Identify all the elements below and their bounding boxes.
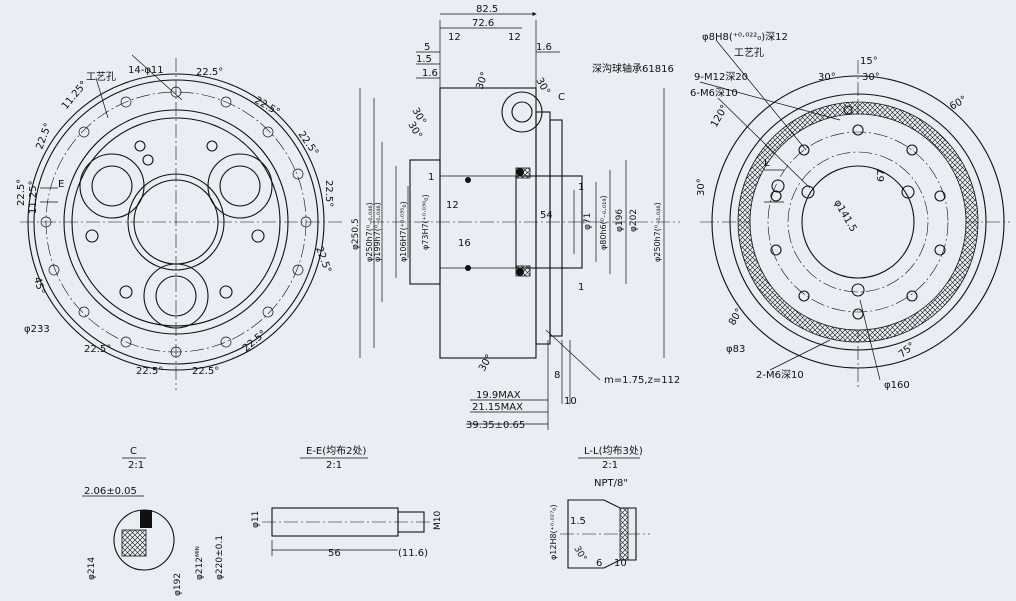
detail-ll-dim-30: 30°: [571, 545, 588, 564]
label-dia-160: φ160: [884, 380, 910, 391]
label-process-hole: 工艺孔: [86, 71, 116, 83]
dim-inner-12: 12: [446, 200, 459, 211]
label-angle-bottom-2: 22.5°: [136, 366, 163, 377]
detail-ee: E-E(均布2处) 2:1 φ11 M10 56 (11.6): [251, 445, 443, 559]
label-tapped-m6: 6-M6深10: [690, 87, 738, 99]
label-dia-83: φ83: [726, 344, 745, 355]
dim-dia-80h6: φ80h6(⁰₋₀.₀₁₉): [599, 195, 608, 250]
angle-80: 80°: [727, 307, 745, 328]
angle-120: 120°: [709, 103, 731, 129]
angle-15: 15°: [860, 56, 878, 67]
dim-inner-54: 54: [540, 210, 553, 221]
label-holes: 14-φ11: [128, 65, 164, 76]
dim-dia-73h7: φ73H7(⁺⁰·⁰³⁰₀): [421, 194, 430, 250]
dim-12-a: 12: [448, 32, 461, 43]
label-side-process-hole: 工艺孔: [734, 47, 764, 59]
detail-ee-dim-56: 56: [328, 548, 341, 559]
detail-ll-dim-6: 6: [596, 558, 602, 569]
dim-1-5: 1.5: [416, 54, 432, 65]
dim-dia-250h7-r: φ250h7(⁰₋₀.₀₄₆): [653, 202, 662, 262]
detail-c-dim-3: φ192: [173, 573, 183, 596]
label-bearing: 深沟球轴承61816: [592, 62, 674, 75]
dim-dia-199h7: φ199h7(⁰₋₀.₀₄₆): [373, 202, 382, 262]
front-bolt-holes: [40, 86, 312, 358]
detail-ee-dim-11-6: (11.6): [398, 548, 428, 559]
section-view: [359, 11, 680, 430]
dim-dia-250h7: φ250h7(⁰₋₀.₀₄₆): [365, 202, 374, 262]
dim-1-6-b: 1.6: [536, 42, 552, 53]
dim-8: 8: [554, 370, 560, 381]
dim-12-b: 12: [508, 32, 521, 43]
dim-dia-71: φ71: [583, 213, 593, 230]
detail-c-scale: 2:1: [128, 460, 144, 471]
detail-ee-title: E-E(均布2处): [306, 445, 367, 457]
dim-dia-106h7: φ106H7(⁺⁰·⁰³⁵₀): [399, 201, 408, 262]
detail-ll-dim-npt: NPT/8": [594, 478, 628, 489]
side-holes: [770, 105, 946, 320]
section-view-labels: 82.5 72.6 12 12 5 1.5 1.6 1.6 30° 30° 30…: [351, 4, 680, 431]
label-angle-bottom-1: 22.5°: [84, 344, 111, 355]
dim-inner-1-b: 1: [578, 182, 584, 193]
label-section-E: E: [58, 179, 64, 190]
label-tapped-m6-2: 2-M6深10: [756, 369, 804, 381]
label-pin-hole: φ8H8(⁺⁰·⁰²²₀)深12: [702, 31, 788, 43]
dim-inner-16: 16: [458, 238, 471, 249]
detail-ll: L-L(均布3处) 2:1 NPT/8" φ12H8(⁺⁰·⁰²⁷₀) 1.5 …: [549, 445, 650, 569]
label-angle-top-1: 22.5°: [196, 67, 223, 78]
label-angle-top-4: 11.25°: [60, 79, 90, 112]
dim-dia-196: φ196: [615, 209, 625, 232]
detail-c-dim-5: φ220±0.1: [215, 535, 225, 580]
label-angle-top-2: 22.5°: [253, 95, 282, 118]
dim-5: 5: [424, 42, 430, 53]
detail-c-dim-1: 2.06±0.05: [84, 486, 137, 497]
front-pin-holes: [85, 140, 265, 299]
detail-ee-scale: 2:1: [326, 460, 342, 471]
detail-ee-dim-m10: M10: [433, 511, 443, 530]
side-view: [699, 39, 1010, 390]
label-angle-left-1: 22.5°: [34, 122, 54, 151]
angle-30-side: 30°: [696, 178, 707, 196]
label-section-L: L: [764, 158, 770, 169]
label-gear: m=1.75,z=112: [604, 375, 680, 386]
dim-72-6: 72.6: [472, 18, 494, 29]
label-angle-bottom-3: 22.5°: [192, 366, 219, 377]
dim-inner-1-a: 1: [428, 172, 434, 183]
detail-c-dim-2: φ214: [87, 557, 97, 580]
dim-10: 10: [564, 396, 577, 407]
angle-60: 60°: [948, 94, 969, 112]
angle-30-l: 30°: [818, 72, 836, 83]
label-angle-45: 45°: [31, 276, 46, 296]
dim-39-35: 39.35±0.65: [466, 420, 525, 431]
angle-30-e: 30°: [477, 353, 495, 374]
detail-ll-scale: 2:1: [602, 460, 618, 471]
detail-c: C 2:1 2.06±0.05 φ214 φ192 φ212ᴹᴵᴺ φ220±0…: [82, 446, 225, 596]
label-angle-left-2: 22.5°: [16, 179, 27, 206]
label-angle-right: 22.5°: [323, 180, 334, 207]
detail-ll-dim-1-5: 1.5: [570, 516, 586, 527]
detail-ll-dim-dia-12: φ12H8(⁺⁰·⁰²⁷₀): [549, 504, 558, 560]
dim-inner-1-c: 1: [578, 282, 584, 293]
label-angle-bottom-4: 22.5°: [241, 328, 269, 354]
label-tapped-m12: 9-M12深20: [694, 71, 748, 83]
dim-dia-202: φ202: [629, 209, 639, 232]
detail-ee-dim-dia-11: φ11: [251, 511, 261, 528]
dim-82-5: 82.5: [476, 4, 498, 15]
detail-c-dim-4: φ212ᴹᴵᴺ: [195, 546, 205, 580]
label-angle-left-3: 11.25°: [28, 180, 39, 214]
dim-dia-250-5: φ250.5: [351, 218, 361, 250]
detail-ll-title: L-L(均布3处): [584, 445, 643, 457]
label-dia-233: φ233: [24, 324, 50, 335]
detail-ll-dim-10: 10: [614, 558, 627, 569]
dim-19-9max: 19.9MAX: [476, 390, 521, 401]
front-view: [20, 54, 345, 390]
detail-c-title: C: [130, 446, 137, 457]
dim-21-15max: 21.15MAX: [472, 402, 523, 413]
angle-30-r: 30°: [862, 72, 880, 83]
label-detail-C: C: [558, 92, 565, 103]
dim-67: 67: [876, 169, 887, 182]
dim-1-6-a: 1.6: [422, 68, 438, 79]
